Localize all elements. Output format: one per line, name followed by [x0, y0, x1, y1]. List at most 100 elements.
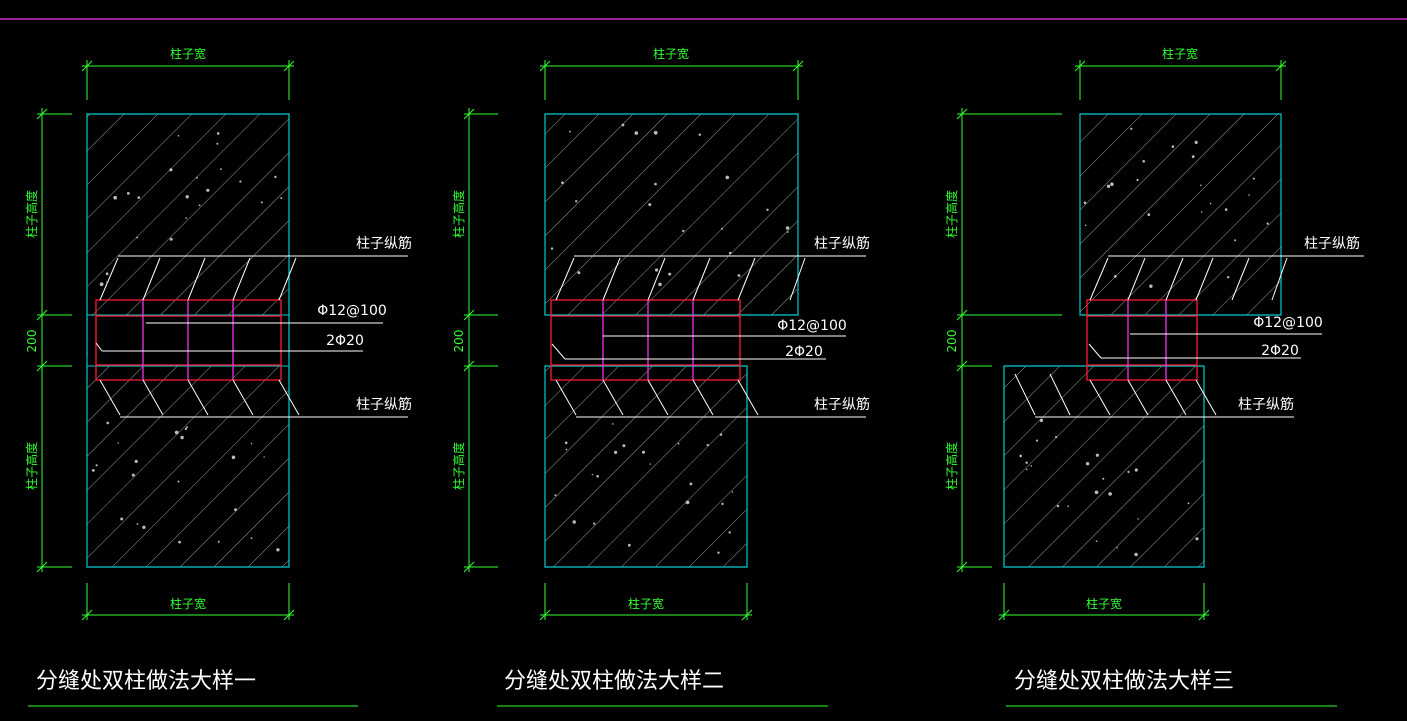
detail-title: 分缝处双柱做法大样二 — [504, 669, 724, 694]
aggregate-speck — [698, 133, 701, 136]
upper-column-section — [1079, 113, 1282, 316]
aggregate-speck — [136, 236, 139, 239]
aggregate-speck — [280, 197, 283, 199]
detail-1: 柱子宽 柱子宽 柱子高度 200 柱子高度 — [24, 46, 412, 707]
aggregate-speck — [174, 430, 179, 435]
dim-bottom — [998, 583, 1210, 621]
aggregate-speck — [1252, 177, 1255, 180]
aggregate-speck — [1266, 222, 1269, 225]
aggregate-speck — [1134, 468, 1138, 472]
detail-title: 分缝处双柱做法大样一 — [36, 669, 256, 694]
aggregate-speck — [1227, 276, 1230, 279]
label-top-bars: 柱子纵筋 — [1304, 235, 1360, 252]
aggregate-speck — [136, 523, 139, 525]
leaders — [551, 255, 866, 418]
aggregate-speck — [575, 200, 578, 203]
detail-2: 柱子宽 柱子宽 柱子高度 200 柱子高度 — [451, 46, 870, 707]
aggregate-speck — [569, 130, 571, 133]
aggregate-speck — [250, 537, 253, 539]
aggregate-speck — [1195, 537, 1199, 541]
aggregate-speck — [725, 175, 730, 180]
upper-column-section — [544, 113, 799, 316]
aggregate-marks — [91, 123, 1269, 557]
aggregate-speck — [1248, 194, 1250, 196]
aggregate-speck — [1171, 145, 1175, 148]
aggregate-speck — [1110, 182, 1114, 186]
aggregate-speck — [1030, 465, 1032, 467]
aggregate-speck — [737, 274, 741, 277]
aggregate-speck — [634, 131, 639, 135]
aggregate-speck — [721, 227, 724, 230]
dim-bottom-label: 柱子宽 — [628, 596, 664, 611]
aggregate-speck — [1095, 453, 1099, 457]
aggregate-speck — [719, 433, 723, 436]
aggregate-speck — [239, 180, 242, 183]
label-stirrup: Φ12@100 — [317, 303, 387, 319]
aggregate-speck — [126, 192, 130, 195]
aggregate-speck — [653, 130, 658, 135]
label-top-bars: 柱子纵筋 — [814, 235, 870, 252]
dim-left-bottom-label: 柱子高度 — [944, 442, 959, 490]
aggregate-speck — [689, 482, 693, 486]
dim-bottom — [539, 583, 753, 621]
aggregate-speck — [1067, 505, 1069, 508]
dim-top — [81, 60, 295, 100]
aggregate-speck — [1083, 201, 1087, 205]
dim-left — [463, 108, 498, 573]
dim-left-bottom-label: 柱子高度 — [451, 442, 466, 490]
aggregate-speck — [785, 226, 790, 230]
aggregate-speck — [216, 132, 220, 135]
aggregate-speck — [1095, 540, 1098, 542]
aggregate-speck — [1116, 547, 1118, 549]
aggregate-speck — [1191, 155, 1195, 159]
aggregate-speck — [721, 502, 724, 506]
label-bottom-bars: 柱子纵筋 — [356, 396, 412, 413]
aggregate-speck — [137, 196, 141, 199]
aggregate-speck — [577, 271, 581, 275]
aggregate-speck — [1130, 127, 1133, 130]
aggregate-speck — [1019, 454, 1022, 458]
dim-left-mid-label: 200 — [945, 330, 959, 353]
aggregate-speck — [728, 251, 732, 255]
aggregate-speck — [1108, 492, 1112, 496]
aggregate-speck — [177, 480, 180, 483]
aggregate-speck — [117, 442, 119, 444]
aggregate-speck — [554, 494, 557, 497]
aggregate-speck — [1137, 518, 1139, 520]
aggregate-speck — [596, 475, 599, 478]
aggregate-speck — [106, 281, 109, 284]
aggregate-speck — [220, 168, 222, 171]
label-stirrup: Φ12@100 — [1253, 315, 1323, 331]
aggregate-speck — [260, 201, 263, 204]
aggregate-speck — [1136, 178, 1139, 182]
stirrup-rebar — [1086, 299, 1198, 381]
aggregate-speck — [1200, 211, 1203, 213]
aggregate-speck — [95, 464, 98, 467]
aggregate-speck — [105, 272, 109, 276]
column-bars — [555, 257, 806, 416]
column-bars — [99, 257, 300, 416]
dim-left-top-label: 柱子高度 — [451, 190, 466, 238]
aggregate-speck — [180, 435, 184, 440]
dim-left-bottom-label: 柱子高度 — [24, 442, 39, 490]
aggregate-speck — [731, 491, 733, 493]
label-bars: 2Φ20 — [1261, 343, 1299, 359]
aggregate-speck — [1035, 439, 1039, 442]
label-bars: 2Φ20 — [785, 344, 823, 360]
label-bottom-bars: 柱子纵筋 — [814, 396, 870, 413]
aggregate-speck — [1224, 208, 1228, 211]
dim-bottom — [81, 583, 295, 621]
aggregate-speck — [113, 195, 117, 200]
aggregate-speck — [649, 463, 651, 465]
dim-left-top-label: 柱子高度 — [944, 190, 959, 238]
aggregate-speck — [198, 204, 201, 207]
aggregate-speck — [1187, 502, 1190, 505]
aggregate-speck — [120, 517, 124, 521]
aggregate-speck — [614, 450, 618, 454]
aggregate-speck — [1026, 468, 1028, 471]
aggregate-speck — [234, 508, 237, 511]
aggregate-speck — [1056, 504, 1060, 508]
dim-top — [539, 60, 804, 100]
aggregate-speck — [185, 195, 189, 199]
